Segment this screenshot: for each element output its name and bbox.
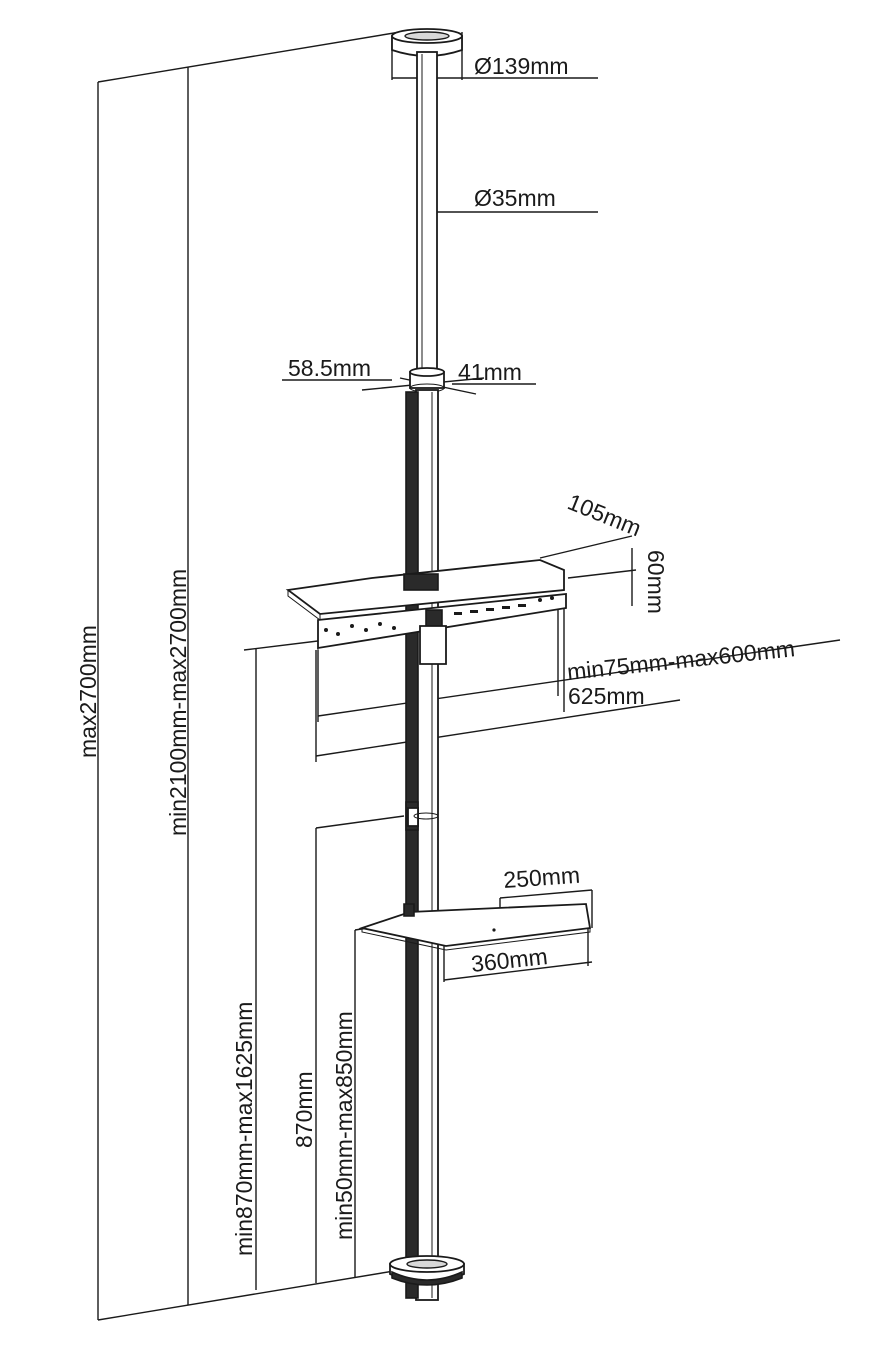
floor-plate: [389, 1255, 465, 1286]
label-bracket-width: 625mm: [568, 683, 645, 709]
label-shelf-width: 360mm: [470, 943, 549, 977]
label-shelf-depth: 250mm: [503, 862, 581, 893]
vesa-holes: [324, 596, 554, 636]
dimension-labels: Ø139mm Ø35mm 58.5mm 41mm 105mm 60mm min7…: [75, 53, 796, 1256]
label-shelf-height-range: min50mm-max850mm: [331, 1011, 357, 1240]
label-bracket-height: 60mm: [643, 550, 669, 614]
label-bracket-depth: 105mm: [564, 489, 645, 542]
upper-pole: [416, 51, 438, 375]
dimension-lines: [97, 31, 841, 1321]
label-height-range: min2100mm-max2700mm: [165, 569, 191, 836]
pole-assembly: [389, 28, 465, 1301]
label-vesa-range: min75mm-max600mm: [566, 635, 796, 685]
label-collar-left: 58.5mm: [288, 355, 371, 381]
label-collar-right: 41mm: [458, 359, 522, 385]
shelf-clamp: [405, 801, 439, 831]
height-collar: [409, 367, 445, 393]
lower-pole: [415, 389, 439, 1301]
label-total-height: max2700mm: [75, 625, 101, 758]
label-bracket-height-range: min870mm-max1625mm: [231, 1002, 257, 1256]
label-top-plate-diameter: Ø139mm: [474, 53, 569, 79]
label-pole-diameter: Ø35mm: [474, 185, 556, 211]
tv-bracket: [285, 559, 567, 665]
av-shelf: [358, 903, 592, 951]
pole-channel: [405, 391, 419, 1299]
label-shelf-fixed-height: 870mm: [291, 1071, 317, 1148]
